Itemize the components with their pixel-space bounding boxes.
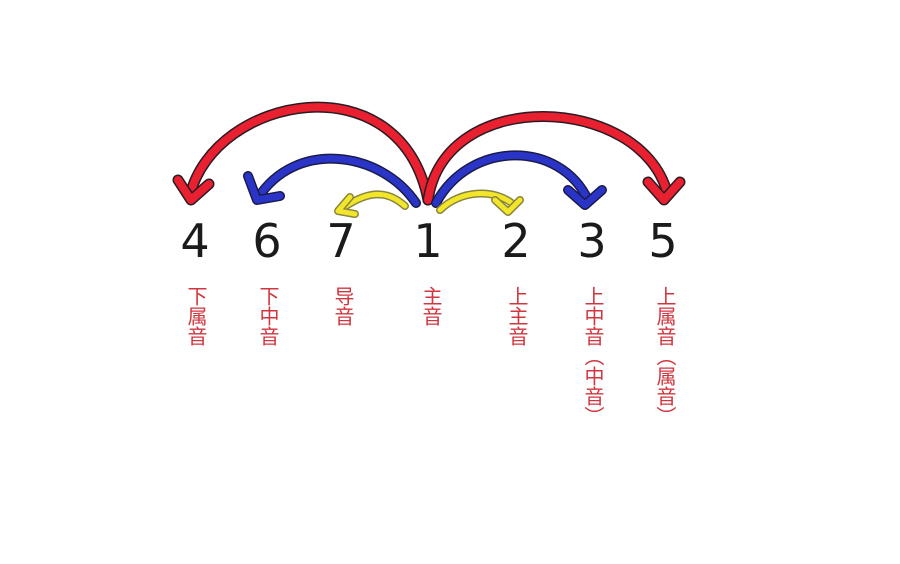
arrow-1-to-2	[436, 189, 524, 216]
label-mediant: 上中音（中音）	[581, 286, 605, 426]
arrow-1-to-4	[172, 101, 434, 206]
degree-6: 6	[252, 214, 282, 268]
degree-7: 7	[326, 214, 356, 268]
label-dominant: 上属音（属音）	[653, 286, 677, 426]
arrow-1-to-5	[422, 111, 686, 206]
arrow-1-to-7	[334, 190, 409, 218]
arrow-1-to-3	[431, 150, 607, 210]
degree-1: 1	[413, 214, 443, 268]
label-supertonic: 上主音	[505, 286, 529, 346]
arrow-1-to-6	[243, 153, 421, 208]
label-tonic: 主音	[419, 286, 443, 326]
degree-3: 3	[577, 214, 607, 268]
label-leading-tone: 导音	[331, 286, 355, 326]
degree-2: 2	[501, 214, 531, 268]
degree-4: 4	[180, 214, 210, 268]
degree-5: 5	[648, 214, 678, 268]
label-subdominant: 下属音	[184, 286, 208, 346]
label-submediant: 下中音	[256, 286, 280, 346]
